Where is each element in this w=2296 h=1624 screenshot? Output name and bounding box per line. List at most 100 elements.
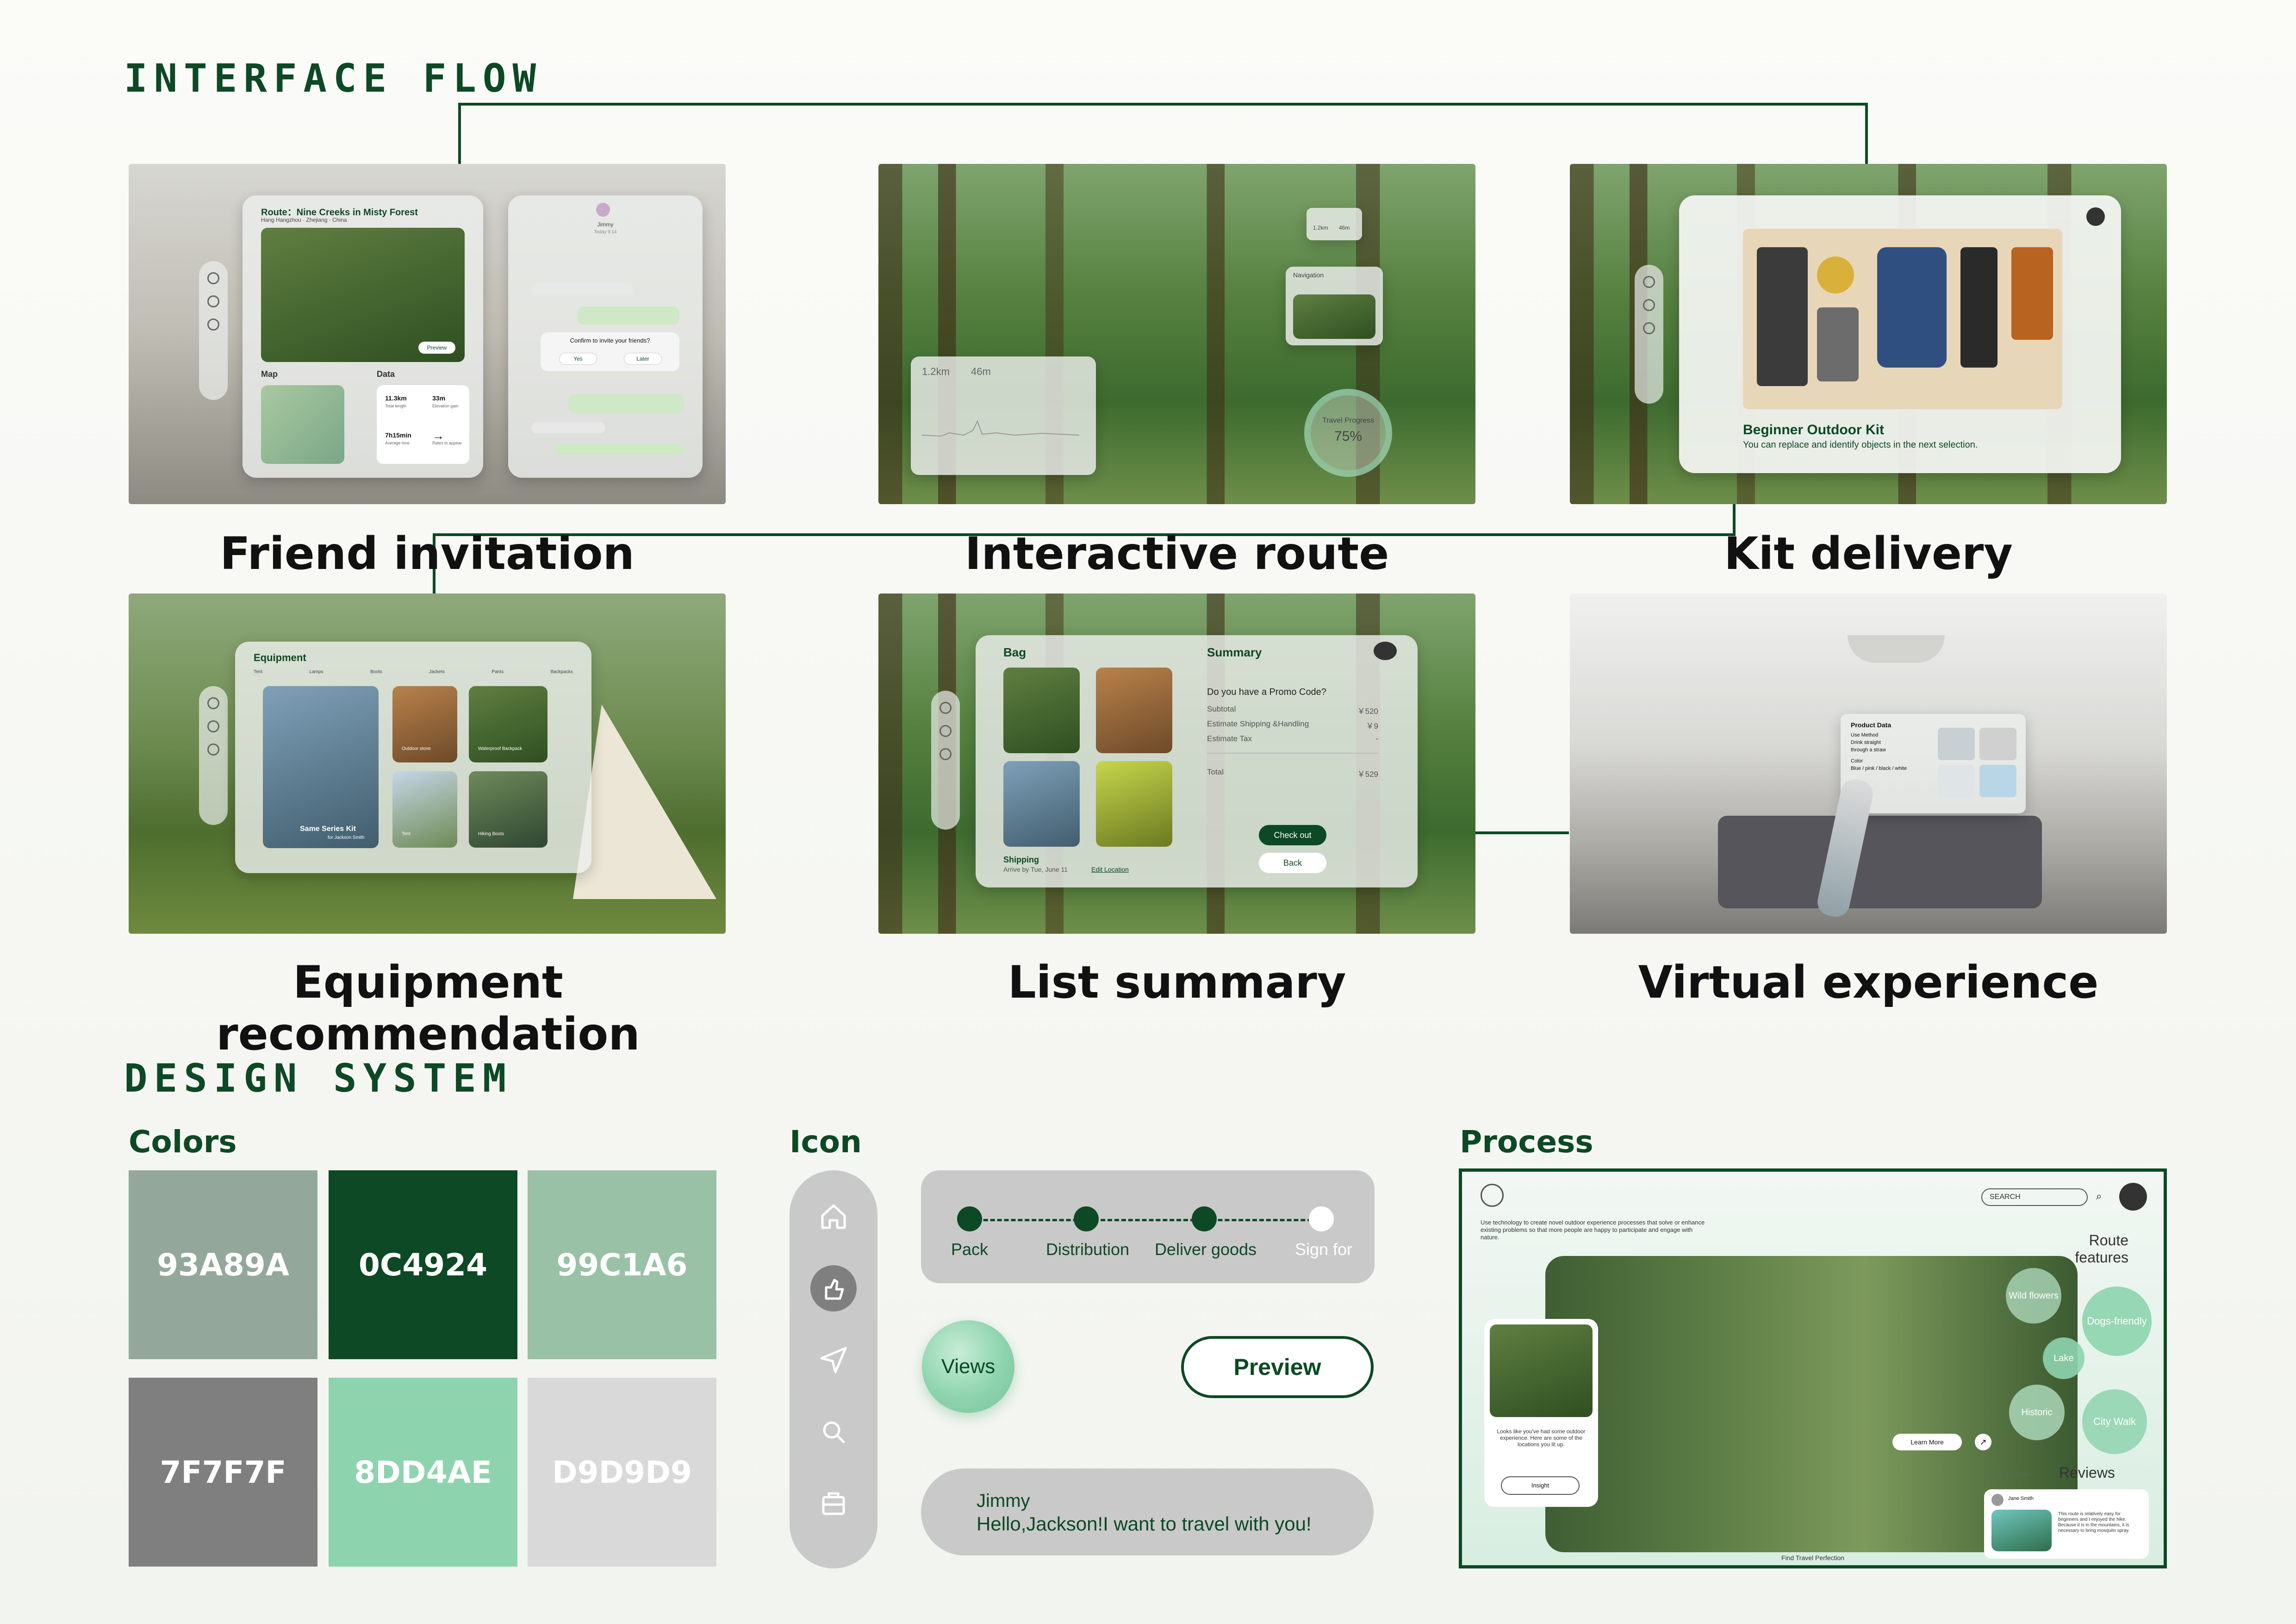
- feature-lake[interactable]: Lake: [2043, 1337, 2084, 1379]
- feature-city-walk[interactable]: City Walk: [2082, 1389, 2147, 1454]
- step-label-pack: Pack: [951, 1240, 989, 1259]
- kit-item[interactable]: [1817, 307, 1859, 381]
- caption-interactive-route: Interactive route: [964, 528, 1389, 580]
- navigation-panel[interactable]: Navigation: [1286, 267, 1383, 345]
- stat-time-label: Average time: [385, 441, 410, 445]
- caption-virtual-experience: Virtual experience: [1638, 956, 2099, 1008]
- edit-location-link[interactable]: Edit Location: [1091, 866, 1129, 873]
- tab-jackets[interactable]: Jackets: [429, 669, 445, 675]
- home-icon[interactable]: [207, 697, 219, 709]
- promo-code-link[interactable]: Do you have a Promo Code?: [1207, 687, 1326, 697]
- thumbs-up-icon[interactable]: [810, 1265, 857, 1312]
- caption-equipment-recommendation: Equipment recommendation: [216, 956, 640, 1060]
- progress-label: Travel Progress: [1322, 417, 1375, 425]
- learn-more-button[interactable]: Learn More: [1892, 1434, 1962, 1450]
- equipment-recommendation-screen: Equipment Tent Lamps Boots Jackets Pants…: [129, 593, 726, 934]
- subtotal-label: Subtotal: [1207, 705, 1236, 713]
- product-thumb[interactable]: [1979, 765, 2016, 797]
- item-card[interactable]: Outdoor stove: [392, 686, 457, 762]
- insight-button[interactable]: Insight: [1501, 1476, 1580, 1495]
- kit-item[interactable]: [1877, 247, 1947, 368]
- tab-boots[interactable]: Boots: [370, 669, 382, 675]
- thumbs-up-icon[interactable]: [940, 725, 952, 737]
- product-thumb[interactable]: [1938, 728, 1975, 760]
- insight-photo: [1490, 1324, 1593, 1417]
- step-dot-distribution[interactable]: [1074, 1206, 1099, 1231]
- home-icon[interactable]: [940, 702, 952, 714]
- product-line: Drink straight: [1851, 740, 1881, 745]
- bag-item[interactable]: [1003, 761, 1080, 847]
- avatar[interactable]: [2119, 1183, 2147, 1211]
- navigation-icon[interactable]: [207, 743, 219, 756]
- yes-button[interactable]: Yes: [559, 353, 597, 365]
- item-card[interactable]: Tent: [392, 771, 457, 848]
- route-title: Route：Nine Creeks in Misty Forest: [261, 207, 418, 218]
- feature-historic[interactable]: Historic: [2009, 1385, 2065, 1440]
- item-label: Waterproof Backpack: [478, 746, 523, 751]
- hero-kit-sub: for Jackson Smith: [328, 835, 365, 840]
- kit-item[interactable]: [1817, 256, 1854, 294]
- interactive-route-screen: 1.2km 46m Navigation 1.2km 46m Travel Pr…: [878, 164, 1475, 504]
- preview-button[interactable]: Preview: [418, 342, 455, 354]
- tab-tent[interactable]: Tent: [254, 669, 262, 675]
- kit-item[interactable]: [1960, 247, 1997, 368]
- reviewer-avatar: [1991, 1494, 2004, 1506]
- product-thumb[interactable]: [1938, 765, 1975, 797]
- arrow-right-icon[interactable]: →: [432, 429, 444, 443]
- map-thumbnail[interactable]: [261, 385, 344, 464]
- tab-lamps[interactable]: Lamps: [309, 669, 324, 675]
- swatch-label: 0C4924: [358, 1247, 488, 1283]
- later-button[interactable]: Later: [624, 353, 662, 365]
- step-dot-deliver[interactable]: [1192, 1206, 1217, 1231]
- avatar[interactable]: [2086, 207, 2105, 226]
- thumbs-up-icon[interactable]: [1643, 299, 1655, 311]
- home-icon[interactable]: [207, 272, 219, 284]
- menu-icon[interactable]: [1481, 1184, 1504, 1207]
- home-icon[interactable]: [1643, 276, 1655, 288]
- message-input[interactable]: [527, 463, 684, 473]
- preview-button[interactable]: Preview: [1181, 1336, 1374, 1398]
- total-value: ￥529: [1357, 770, 1378, 779]
- item-card[interactable]: Hiking Boots: [469, 771, 548, 848]
- chat-name: Jimmy: [597, 221, 614, 228]
- bag-item[interactable]: [1096, 761, 1172, 847]
- tab-backpacks[interactable]: Backpacks: [550, 669, 573, 675]
- tax-label: Estimate Tax: [1207, 734, 1252, 743]
- product-thumb[interactable]: [1979, 728, 2016, 760]
- bag-icon[interactable]: [940, 748, 952, 760]
- views-button[interactable]: Views: [922, 1320, 1014, 1413]
- arrow-up-right-icon[interactable]: ↗: [1975, 1434, 1991, 1450]
- confirm-dialog: Confirm to invite your friends? Yes Late…: [541, 332, 679, 371]
- bag-item[interactable]: [1003, 668, 1080, 753]
- avatar[interactable]: [1374, 642, 1397, 660]
- swatch-label: 8DD4AE: [354, 1454, 492, 1490]
- item-card[interactable]: Waterproof Backpack: [469, 686, 548, 762]
- thumbs-up-icon[interactable]: [207, 295, 219, 307]
- kit-item[interactable]: [2011, 247, 2053, 340]
- rating-stars: ☆☆☆☆☆: [1985, 1467, 2031, 1479]
- swatch-label: D9D9D9: [552, 1454, 692, 1490]
- kit-item[interactable]: [1757, 247, 1808, 386]
- search-icon[interactable]: ⌕: [2096, 1190, 2102, 1202]
- back-button[interactable]: Back: [1259, 853, 1326, 873]
- navigation-icon[interactable]: [815, 1342, 852, 1379]
- bag-icon[interactable]: [815, 1484, 852, 1521]
- review-text: This route is relatively easy for beginn…: [2058, 1512, 2130, 1533]
- feature-dogs-friendly[interactable]: Dogs-friendly: [2082, 1287, 2152, 1356]
- icon-rail: [790, 1170, 877, 1568]
- bag-item[interactable]: [1096, 668, 1172, 753]
- search-input[interactable]: SEARCH: [1981, 1188, 2088, 1206]
- chat-bubble: [531, 422, 605, 433]
- feature-wild-flowers[interactable]: Wild flowers: [2006, 1268, 2061, 1324]
- hero-kit-card[interactable]: Same Series Kit for Jackson Smith: [263, 686, 379, 848]
- chat-panel: Jimmy Today 9:14 Confirm to invite your …: [508, 195, 703, 478]
- thumbs-up-icon[interactable]: [207, 720, 219, 732]
- search-icon[interactable]: [1643, 322, 1655, 334]
- step-dot-sign[interactable]: [1309, 1206, 1334, 1231]
- home-icon[interactable]: [815, 1198, 852, 1235]
- step-dot-pack[interactable]: [957, 1206, 982, 1231]
- tab-pants[interactable]: Pants: [492, 669, 504, 675]
- navigation-icon[interactable]: [207, 319, 219, 331]
- checkout-button[interactable]: Check out: [1259, 825, 1326, 845]
- search-icon[interactable]: [815, 1413, 852, 1450]
